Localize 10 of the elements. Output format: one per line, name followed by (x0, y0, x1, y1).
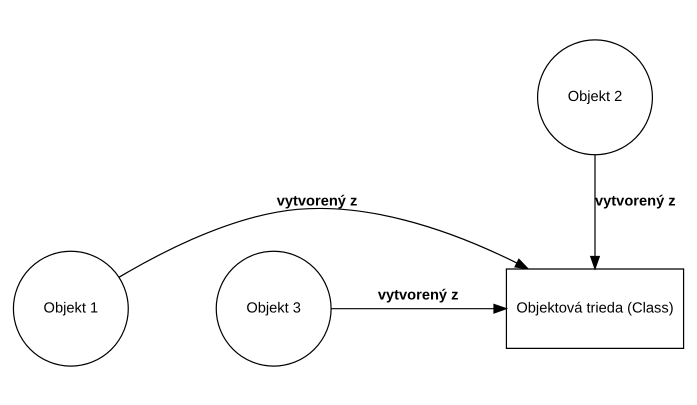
node-circle: Objekt 1 (12, 250, 129, 366)
node-circle: Objekt 3 (216, 250, 332, 366)
arrow (590, 154, 600, 270)
node-circle: Objekt 2 (536, 38, 654, 155)
arrow (331, 303, 508, 314)
edge-label: vytvorený z (276, 193, 358, 210)
edge-label: vytvorený z (378, 287, 458, 304)
arrow (118, 207, 530, 278)
edge-label: vytvorený z (595, 193, 676, 210)
node-box: Objektová trieda (Class) (506, 268, 684, 348)
